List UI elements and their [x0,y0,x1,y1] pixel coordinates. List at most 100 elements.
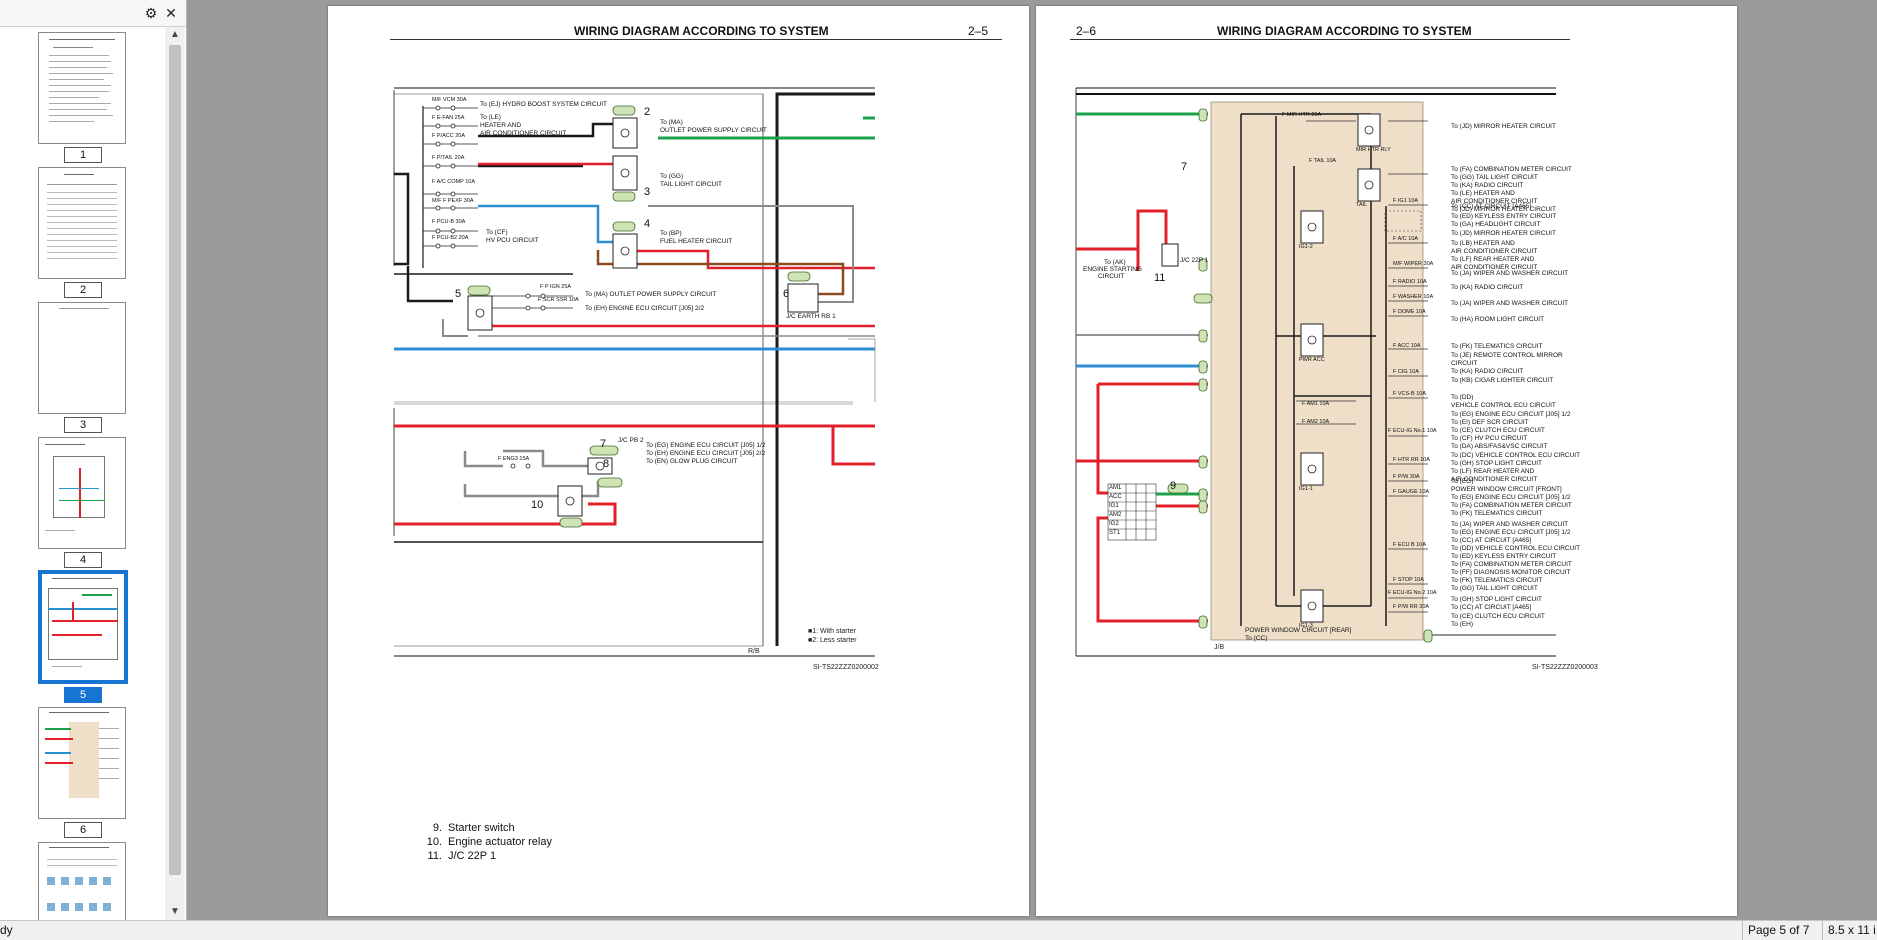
circuit-label: POWER WINDOW CIRCUIT [REAR] [1245,627,1352,634]
thumbnail-label: 6 [64,822,102,838]
fuse-label: F MIR HTR 20A [1282,112,1322,118]
circuit-label: To (KB) CIGAR LIGHTER CIRCUIT [1451,377,1554,384]
circuit-label: To (LF) REAR HEATER AND [1451,256,1535,263]
scroll-up-icon[interactable]: ▲ [170,29,180,40]
thumbnail-page-7[interactable] [38,842,128,920]
fuse-label: F IG1 10A [1393,198,1419,204]
fuse-label: F GAUGE 10A [1393,489,1430,495]
circuit-label: To (KA) RADIO CIRCUIT [1451,182,1524,189]
thumbnail-page-6[interactable]: 6 [38,707,128,838]
circuit-label: To (LE) [480,114,501,121]
marker-number: 8 [603,458,610,470]
circuit-label: To (FA) COMBINATION METER CIRCUIT [1451,561,1572,568]
gear-icon[interactable]: ⚙ [144,5,158,21]
circuit-label: To (JA) WIPER AND WASHER CIRCUIT [1451,300,1569,307]
circuit-label: To (DA) ABS/FAS&VSC CIRCUIT [1451,443,1548,450]
circuit-label: HEATER AND [480,122,522,129]
circuit-label: CIRCUIT [1451,360,1478,367]
side-label: ENGINE STARTING [1083,266,1142,273]
relay-label: IG1-3 [1299,623,1313,629]
thumbnail-page-1[interactable]: 1 [38,32,128,163]
circuit-label: To (GA) HEADLIGHT CIRCUIT [1451,221,1541,228]
scrollbar-thumb[interactable] [169,45,181,875]
circuit-label: To (JD) MIRROR HEATER CIRCUIT [1451,123,1556,130]
circuit-label: F PCU-B2 20A [432,235,469,241]
marker-number: 6 [783,288,790,300]
thumbnail-image [38,302,126,414]
circuit-label: AIR CONDITIONER CIRCUIT [1451,248,1538,255]
circuit-label: AIR CONDITIONER CIRCUIT [1451,264,1538,271]
page-number: 2–5 [968,24,989,38]
fuse-label: F TAIL 10A [1309,158,1337,164]
circuit-label: To (JA) WIPER AND WASHER CIRCUIT [1451,521,1569,528]
side-label: CIRCUIT [1098,273,1125,280]
circuit-label: M/F VCM 30A [432,97,467,103]
thumbnail-label: 4 [64,552,102,568]
circuit-label: To (HA) ROOM LIGHT CIRCUIT [1451,316,1545,323]
fuse-label: F AM2 10A [1302,419,1330,425]
document-view[interactable]: WIRING DIAGRAM ACCORDING TO SYSTEM 2–5 [187,0,1877,920]
circuit-label: To (EN) GLOW PLUG CIRCUIT [646,458,738,465]
switch-row-label: IG2 [1109,521,1119,527]
circuit-label: To (FA) COMBINATION METER CIRCUIT [1451,502,1572,509]
circuit-label: To (EG) [1451,478,1474,485]
thumbnail-label: 2 [64,282,102,298]
fuse-label: F P/W 30A [1393,474,1420,480]
circuit-label: To (MA) OUTLET POWER SUPPLY CIRCUIT [585,291,717,298]
circuit-label: VEHICLE CONTROL ECU CIRCUIT [1451,402,1556,409]
circuit-label: To (CC) AT CIRCUIT [A465] [1451,203,1532,210]
fuse-label: F WASHER 10A [1393,294,1434,300]
thumbnail-image [38,842,126,920]
bottom-label: R/B [748,648,760,655]
circuit-label: To (KA) RADIO CIRCUIT [1451,284,1524,291]
status-separator [1822,921,1823,940]
fuse-label: F AM1 10A [1302,401,1330,407]
marker-number: 9 [1170,480,1177,492]
thumbnail-page-5[interactable]: 5 [38,570,128,703]
circuit-label: AIR CONDITIONER CIRCUIT [1451,198,1538,205]
fuse-label: F ECU B 10A [1393,542,1427,548]
thumbnail-page-3[interactable]: 3 [38,302,128,433]
thumbnail-page-4[interactable]: 4 [38,437,128,568]
wiring-diagram-right [1075,87,1556,657]
circuit-label: To (FK) TELEMATICS CIRCUIT [1451,577,1543,584]
circuit-label: To (LE) HEATER AND [1451,190,1515,197]
circuit-label: To (EJ) HYDRO BOOST SYSTEM CIRCUIT [480,101,608,108]
circuit-label: To (EH) ENGINE ECU CIRCUIT [J05] 2/2 [646,450,766,457]
circuit-label: AIR CONDITIONER CIRCUIT [480,130,567,137]
relay-label: IG1-1 [1299,486,1313,492]
circuit-label: To (DD) VEHICLE CONTROL ECU CIRCUIT [1451,545,1581,552]
page-title: WIRING DIAGRAM ACCORDING TO SYSTEM [574,24,829,38]
circuit-label: F P/TAIL 20A [432,155,465,161]
fuse-label: F P/W RR 30A [1393,604,1430,610]
scroll-down-icon[interactable]: ▼ [170,906,180,917]
thumbnail-label: 1 [64,147,102,163]
fuse-label: F ACC 10A [1393,343,1421,349]
thumbnail-label: 3 [64,417,102,433]
thumbnail-image [38,167,126,279]
thumbnail-toolbar: ⚙ ✕ [0,0,186,27]
thumbnail-scrollbar[interactable]: ▲ ▼ [165,27,185,920]
circuit-label: To (CC) AT CIRCUIT [A465] [1451,537,1532,544]
jc-label: J/C 22P 1 [1180,257,1209,264]
circuit-label: FUEL HEATER CIRCUIT [660,238,733,245]
legend-item: 10.Engine actuator relay [426,836,552,848]
page-right: 2–6 WIRING DIAGRAM ACCORDING TO SYSTEM [1036,6,1737,916]
fuse-label: F RADIO 10A [1393,279,1427,285]
close-icon[interactable]: ✕ [165,5,177,21]
circuit-label: To (JA) WIPER AND WASHER CIRCUIT [1451,270,1569,277]
marker-number: 7 [1181,161,1188,173]
switch-row-label: ACC [1109,494,1122,500]
circuit-label: To (CF) [486,229,508,236]
fuse-label: F DOME 10A [1393,309,1426,315]
fuse-label: F ECU-IG No.1 10A [1388,428,1437,434]
fuse-label: F HTR RR 10A [1393,457,1430,463]
thumbnail-image [38,32,126,144]
diagram-code: SI-TS22ZZZ0200003 [1532,664,1598,671]
relay-label: PWR ACC [1299,357,1325,363]
circuit-label: To (GH) STOP LIGHT CIRCUIT [1451,460,1543,467]
thumbnail-page-2[interactable]: 2 [38,167,128,298]
status-text: dy [0,923,13,937]
side-label: To (AK) [1104,259,1126,266]
circuit-label: To (JD) MIRROR HEATER CIRCUIT [1451,230,1556,237]
